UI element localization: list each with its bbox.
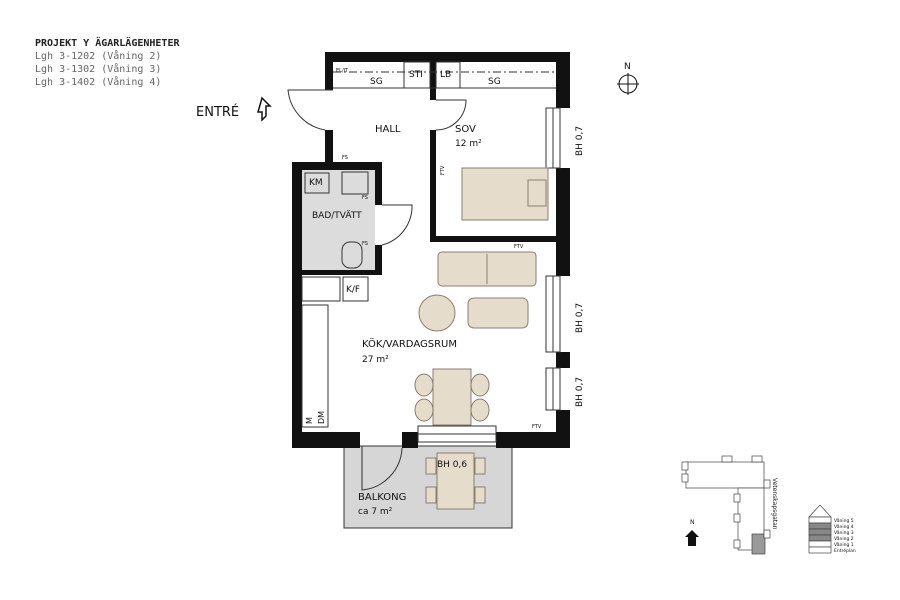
street-label: Vetenskapsgatan xyxy=(771,478,778,530)
keyplan-north-arrow-icon xyxy=(685,530,699,546)
label-bh: BH 0,6 xyxy=(437,460,467,470)
label-kf: K/F xyxy=(346,285,360,295)
room-area-kok: 27 m² xyxy=(362,355,389,365)
label-elit: EL/IT xyxy=(336,68,349,74)
entrance-label: ENTRÉ xyxy=(196,104,239,120)
room-label-hall: HALL xyxy=(375,124,401,135)
floor-label: Entréplan xyxy=(834,547,856,554)
label-sti: STI xyxy=(409,70,423,80)
key-plan xyxy=(681,455,771,555)
unit-line: Lgh 3-1202 (Våning 2) xyxy=(35,51,162,62)
unit-line: Lgh 3-1302 (Våning 3) xyxy=(35,64,162,75)
floor-label: Våning 5 xyxy=(834,517,854,524)
room-label-bad: BAD/TVÄTT xyxy=(312,210,362,221)
bedroom-door[interactable] xyxy=(435,99,467,131)
label-fs: FS xyxy=(342,155,348,161)
label-ftv: FTV xyxy=(532,424,542,430)
compass-label: N xyxy=(624,62,631,72)
entrance-arrow-icon xyxy=(257,96,272,122)
entrance-door[interactable] xyxy=(287,89,333,131)
compass-icon xyxy=(617,73,639,95)
label-bh: BH 0,7 xyxy=(575,126,585,156)
label-ftv: FTV xyxy=(440,165,446,175)
keyplan-north-label: N xyxy=(690,519,695,526)
armchair xyxy=(418,294,456,332)
room-label-kok: KÖK/VARDAGSRUM xyxy=(362,337,457,350)
bathroom-door[interactable] xyxy=(381,204,413,246)
label-ftv: FTV xyxy=(514,244,524,250)
dining-table xyxy=(432,368,472,426)
label-fs: FS xyxy=(362,241,368,247)
label-fs: FS xyxy=(362,195,368,201)
label-bh: BH 0,7 xyxy=(575,303,585,333)
floor-label: Våning 2 xyxy=(834,535,854,542)
bathroom-floor xyxy=(302,170,375,270)
label-m: M xyxy=(305,417,314,424)
label-lb: LB xyxy=(440,70,451,80)
walls xyxy=(292,52,570,448)
floor-label: Våning 3 xyxy=(834,529,854,536)
label-sg: SG xyxy=(370,77,383,87)
floor-diagram xyxy=(808,504,832,554)
balcony-table xyxy=(436,452,475,510)
unit-line: Lgh 3-1402 (Våning 4) xyxy=(35,77,162,88)
label-dm: DM xyxy=(317,411,326,424)
label-bh: BH 0,7 xyxy=(575,377,585,407)
label-km: KM xyxy=(309,178,323,188)
coffee-table xyxy=(467,297,529,329)
doors xyxy=(287,89,467,491)
label-sg: SG xyxy=(488,77,501,87)
windows xyxy=(417,107,561,443)
room-area-balkong: ca 7 m² xyxy=(358,507,393,517)
room-area-sov: 12 m² xyxy=(455,139,482,149)
balcony-door[interactable] xyxy=(361,446,403,491)
project-title: PROJEKT Y ÄGARLÄGENHETER xyxy=(35,38,180,49)
room-label-balkong: BALKONG xyxy=(358,492,406,503)
floor-label: Våning 1 xyxy=(834,541,854,548)
furniture xyxy=(414,167,549,510)
floor-label: Våning 4 xyxy=(834,523,854,530)
room-label-sov: SOV xyxy=(455,124,476,135)
